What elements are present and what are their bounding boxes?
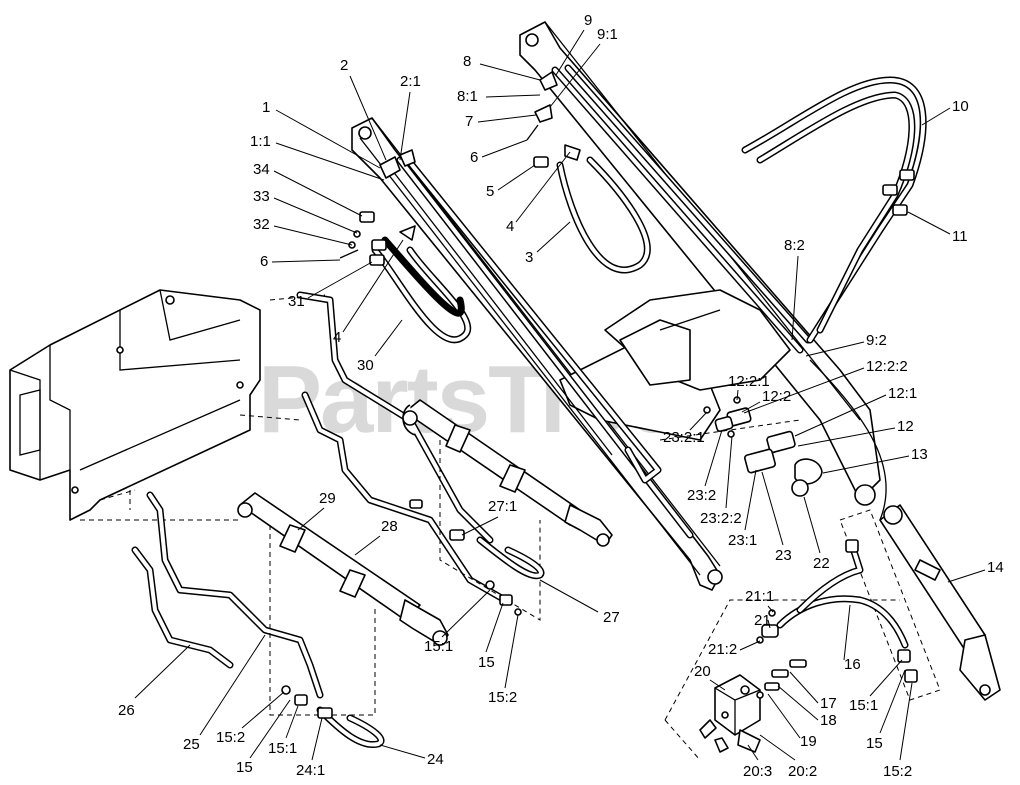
hose-loop-27 [476,536,545,580]
callout-23-2-2: 23:2:2 [700,510,742,527]
hose-loop-3 [556,156,651,274]
callout-29: 29 [319,490,336,507]
callout-15-1a: 15:1 [424,638,453,655]
callout-15-2b: 15:2 [216,729,245,746]
callout-21: 21 [754,612,771,629]
cylinder-14 [839,504,1001,701]
callout-15a: 15 [478,654,495,671]
callout-10: 10 [952,98,969,115]
callout-26: 26 [118,702,135,719]
callout-27-1: 27:1 [488,498,517,515]
hose-16 [756,539,918,683]
callout-2: 2 [340,57,348,74]
callout-20: 20 [694,663,711,680]
callout-9-2: 9:2 [866,332,887,349]
callout-15-1c: 15:1 [849,697,878,714]
callout-19: 19 [800,733,817,750]
callout-24-1: 24:1 [296,762,325,779]
callout-23-2: 23:2 [687,487,716,504]
callout-15c: 15 [866,735,883,752]
callout-20-2: 20:2 [788,763,817,780]
callout-5: 5 [486,183,494,200]
callout-30: 30 [357,357,374,374]
valve-assembly-20 [664,599,900,761]
callout-27: 27 [603,609,620,626]
callout-25: 25 [183,736,200,753]
callout-21-1: 21:1 [745,588,774,605]
callout-12-2-1: 12:2:1 [728,373,770,390]
callout-6b: 6 [470,149,478,166]
cylinder-dashed-lines [269,440,541,716]
callout-12-2: 12:2 [762,388,791,405]
callout-22: 22 [813,555,830,572]
callouts: 2 2:1 1 1:1 34 33 32 6 31 4 30 8 9 9:1 8… [118,12,1004,780]
callout-11: 11 [952,228,968,245]
callout-1-1: 1:1 [250,133,271,150]
callout-12-1: 12:1 [888,385,917,402]
callout-4b: 4 [506,218,514,235]
callout-21-2: 21:2 [708,641,737,658]
callout-3: 3 [525,249,533,266]
callout-12: 12 [897,418,914,435]
left-arm-hydraulic-lines [391,156,694,539]
callout-23: 23 [775,547,792,564]
callout-23-2-1: 23:2:1 [663,429,705,446]
tube-upper-front [296,291,509,604]
right-loader-arm [519,21,881,501]
callout-8: 8 [463,53,471,70]
callout-24: 24 [427,751,444,768]
callout-15-2a: 15:2 [488,689,517,706]
fittings-cluster [703,396,876,506]
hose-loop-24 [316,706,385,749]
cylinder-upper [402,399,613,547]
callout-17: 17 [820,695,837,712]
callout-8-1: 8:1 [457,88,478,105]
callout-15-2c: 15:2 [883,763,912,780]
callout-31: 31 [288,293,305,310]
callout-13: 13 [911,446,928,463]
cylinder-lower [237,492,449,646]
callout-23-1: 23:1 [728,532,757,549]
tube-25 [146,491,324,699]
callout-8-2: 8:2 [784,237,805,254]
hose-10 [741,76,927,344]
callout-2-1: 2:1 [400,73,421,90]
callout-12-2-2: 12:2:2 [866,358,908,375]
callout-6a: 6 [260,253,268,270]
callout-9-1: 9:1 [597,26,618,43]
callout-15-1b: 15:1 [268,740,297,757]
callout-4a: 4 [333,329,341,346]
hose-loop-30 [371,236,472,344]
callout-16: 16 [844,656,861,673]
callout-9: 9 [584,12,592,29]
right-arm-hydraulic-lines [551,64,812,354]
callout-18: 18 [820,712,837,729]
callout-20-3: 20:3 [743,763,772,780]
loader-frame [9,289,261,521]
callout-34: 34 [253,161,270,178]
callout-32: 32 [253,216,270,233]
callout-7: 7 [465,113,473,130]
tube-26 [131,546,234,669]
callout-15b: 15 [236,759,253,776]
callout-28: 28 [381,518,398,535]
callout-14: 14 [987,559,1004,576]
callout-33: 33 [253,188,270,205]
callout-1: 1 [262,99,270,116]
long-sweep-hose [659,359,887,521]
